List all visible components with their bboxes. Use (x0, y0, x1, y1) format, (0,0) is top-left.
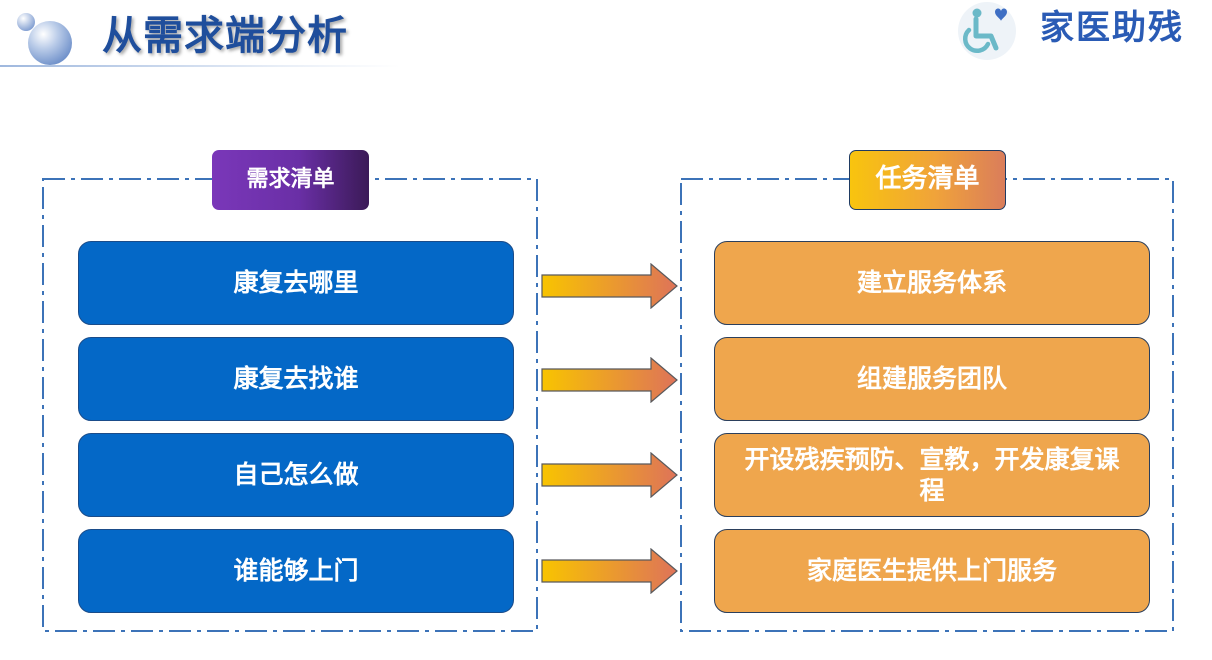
task-item: 开设残疾预防、宣教，开发康复课程 (714, 433, 1150, 517)
right-arrow-icon (541, 452, 678, 498)
need-item: 自己怎么做 (78, 433, 514, 517)
title-underline (0, 65, 400, 67)
page-title: 从需求端分析 (102, 13, 348, 59)
right-arrow-icon (541, 548, 678, 594)
task-item: 组建服务团队 (714, 337, 1150, 421)
right-arrow-icon (541, 263, 678, 309)
wheelchair-heart-icon (958, 2, 1016, 60)
bubble-icon (17, 13, 72, 65)
task-item: 家庭医生提供上门服务 (714, 529, 1150, 613)
need-item: 谁能够上门 (78, 529, 514, 613)
task-item: 建立服务体系 (714, 241, 1150, 325)
right-arrow-icon (541, 357, 678, 403)
need-item: 康复去找谁 (78, 337, 514, 421)
logo-text: 家医助残 (1040, 8, 1184, 48)
tasks-list-tag: 任务清单 (849, 150, 1006, 210)
needs-list-tag: 需求清单 (212, 150, 369, 210)
need-item: 康复去哪里 (78, 241, 514, 325)
